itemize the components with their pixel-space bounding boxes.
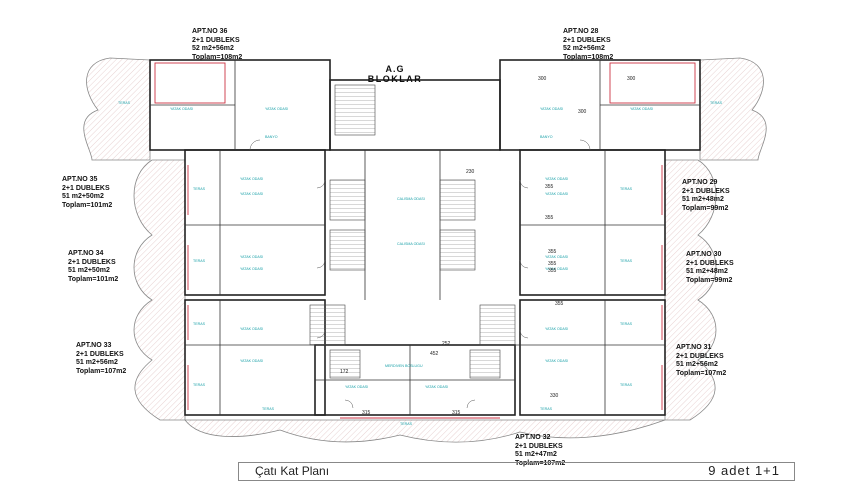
dimension-text: 355: [545, 215, 554, 221]
block-code: A.G: [385, 64, 405, 74]
dimension-text: 315: [452, 410, 461, 416]
dimension-text: 172: [340, 369, 349, 375]
room-label: TERAS: [620, 383, 633, 387]
room-label: TERAS: [620, 259, 633, 263]
plan-title-block: Çatı Kat Planı 9 adet 1+1: [238, 462, 795, 481]
room-label: BANYO: [540, 135, 553, 139]
stair-cores: [309, 84, 516, 379]
room-label: TERAS: [400, 422, 413, 426]
room-label: YATAK ODASI: [545, 267, 568, 271]
dimension-labels: 300 300 300 230 355 355 355 355 355 355 …: [340, 76, 636, 416]
dimension-text: 330: [550, 393, 559, 399]
room-label: YATAK ODASI: [545, 327, 568, 331]
room-label: YATAK ODASI: [265, 107, 288, 111]
room-label: CALISMA ODASI: [397, 242, 425, 246]
room-label: YATAK ODASI: [240, 255, 263, 259]
block-title: A.G BLOKLAR: [355, 64, 435, 84]
dimension-text: 300: [578, 109, 587, 115]
room-label: MERDIVEN BOSLUGU: [385, 364, 423, 368]
dimension-text: 230: [466, 169, 475, 175]
room-label: TERAS: [118, 101, 131, 105]
room-label: CALISMA ODASI: [397, 197, 425, 201]
dimension-text: 300: [538, 76, 547, 82]
plan-title: Çatı Kat Planı: [255, 464, 330, 478]
dimension-text: 355: [548, 261, 557, 267]
dimension-text: 452: [430, 351, 439, 357]
room-label: YATAK ODASI: [170, 107, 193, 111]
room-label: YATAK ODASI: [425, 385, 448, 389]
block-name: BLOKLAR: [367, 74, 423, 84]
room-label: TERAS: [620, 187, 633, 191]
room-label: YATAK ODASI: [240, 327, 263, 331]
room-label: YATAK ODASI: [345, 385, 368, 389]
terrace-outline: [83, 57, 767, 443]
room-label: TERAS: [193, 259, 206, 263]
interior-partitions: [150, 60, 700, 415]
room-label: YATAK ODASI: [545, 359, 568, 363]
room-label: TERAS: [540, 407, 553, 411]
room-labels: YATAK ODASI YATAK ODASI YATAK ODASI YATA…: [118, 101, 723, 426]
room-label: YATAK ODASI: [540, 107, 563, 111]
dimension-text: 300: [627, 76, 636, 82]
terrace-frames: [154, 62, 696, 419]
building-walls: [149, 59, 701, 416]
dimension-text: 315: [362, 410, 371, 416]
dimension-text: 355: [545, 184, 554, 190]
room-label: YATAK ODASI: [240, 192, 263, 196]
door-swings: [249, 139, 591, 409]
dimension-text: 252: [442, 341, 451, 347]
room-label: TERAS: [193, 322, 206, 326]
room-label: TERAS: [193, 383, 206, 387]
dimension-text: 355: [548, 249, 557, 255]
room-label: TERAS: [710, 101, 723, 105]
room-label: BANYO: [265, 135, 278, 139]
room-label: YATAK ODASI: [545, 192, 568, 196]
dimension-text: 355: [555, 301, 564, 307]
room-label: YATAK ODASI: [630, 107, 653, 111]
room-label: TERAS: [193, 187, 206, 191]
unit-summary: 9 adet 1+1: [708, 463, 780, 478]
dimension-text: 355: [548, 268, 557, 274]
room-label: TERAS: [620, 322, 633, 326]
room-label: YATAK ODASI: [545, 255, 568, 259]
room-label: YATAK ODASI: [240, 177, 263, 181]
room-label: YATAK ODASI: [240, 359, 263, 363]
room-label: TERAS: [262, 407, 275, 411]
room-label: YATAK ODASI: [240, 267, 263, 271]
room-label: YATAK ODASI: [545, 177, 568, 181]
